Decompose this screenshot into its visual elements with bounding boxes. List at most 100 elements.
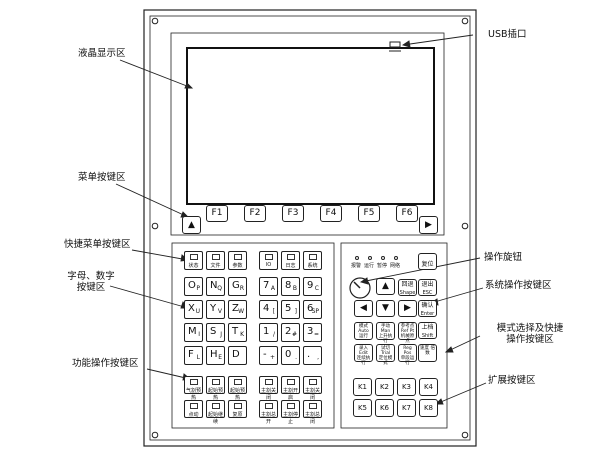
extension-key-k6[interactable]: K6 (375, 399, 394, 417)
quick-menu-key[interactable]: 参数 (228, 251, 247, 270)
menu-key-f1[interactable]: F1 (206, 205, 228, 222)
alnum-key[interactable]: -+ (259, 346, 278, 365)
key-main-char: 4 (263, 303, 270, 314)
mode-key[interactable]: 速度 倍数 (418, 344, 437, 362)
mode-key-top: 录入 (359, 346, 368, 351)
function-key[interactable]: 复原 (228, 400, 247, 418)
function-key[interactable]: 主割关闭 (303, 376, 322, 401)
function-key-label: 主割总开 (260, 412, 276, 425)
quick-menu-key[interactable]: 状态 (184, 251, 203, 270)
key-sub-char: W (238, 308, 244, 315)
function-key[interactable]: 主割停止 (281, 400, 300, 425)
alnum-key[interactable]: 2# (281, 323, 300, 342)
menu-key-f5[interactable]: F5 (358, 205, 380, 222)
arrow-right-button[interactable]: ▶ (398, 300, 417, 317)
lcd-screen (186, 47, 435, 205)
menu-right-arrow-button[interactable]: ▶ (419, 216, 438, 234)
alnum-key[interactable]: 1/ (259, 323, 278, 342)
extension-key-k5[interactable]: K5 (353, 399, 372, 417)
quick-menu-icon (190, 254, 198, 260)
extension-key-k7[interactable]: K7 (397, 399, 416, 417)
knob-icon (349, 277, 371, 299)
menu-key-f4[interactable]: F4 (320, 205, 342, 222)
function-key[interactable]: 主割关闭 (259, 376, 278, 401)
arrow-down-button[interactable]: ▼ (376, 300, 395, 317)
quick-menu-icon (212, 254, 220, 260)
callout-function-keys: 功能操作按键区 (72, 358, 139, 369)
quick-menu-label: 参数 (232, 263, 243, 269)
key-main-char: Z (232, 303, 239, 314)
mounting-hole-icon (461, 431, 469, 439)
alnum-key[interactable]: ., (303, 346, 322, 365)
arrow-left-button[interactable]: ◀ (354, 300, 373, 317)
key-sub-char: E (218, 354, 222, 361)
function-key[interactable]: 起始预热 (228, 376, 247, 401)
triangle-right-icon: ▶ (425, 220, 432, 230)
key-main-char: 3 (307, 326, 314, 337)
quick-menu-key[interactable]: 文件 (206, 251, 225, 270)
quick-menu-label: 状态 (188, 263, 199, 269)
key-sub-char: Q (217, 285, 222, 292)
reset-button[interactable]: 复位 (418, 253, 437, 270)
status-light-icon (368, 256, 372, 260)
mode-key-top: Reg Pos (403, 346, 412, 356)
extension-key-k1[interactable]: K1 (353, 378, 372, 396)
mode-key-cn: 定位模式 (378, 356, 393, 366)
function-key[interactable]: 起始预热 (206, 376, 225, 401)
arrow-up-button[interactable]: ▲ (376, 278, 395, 295)
key-main-char: 0 (285, 349, 292, 360)
function-key[interactable]: 主割总开 (259, 400, 278, 425)
function-key[interactable]: 主割开启 (281, 376, 300, 401)
function-key-icon (265, 403, 273, 409)
alnum-key[interactable]: 3= (303, 323, 322, 342)
function-key[interactable]: 主割总闭 (303, 400, 322, 425)
quick-menu-key[interactable]: 系统 (303, 251, 322, 270)
quick-menu-key[interactable]: 日志 (281, 251, 300, 270)
alnum-key[interactable]: 5] (281, 300, 300, 319)
callout-lcd: 液晶显示区 (78, 48, 126, 59)
menu-key-f3[interactable]: F3 (282, 205, 304, 222)
menu-key-f6[interactable]: F6 (396, 205, 418, 222)
function-key[interactable]: 气割预热 (184, 376, 203, 401)
alnum-key[interactable]: 4[ (259, 300, 278, 319)
extension-key-k8[interactable]: K8 (419, 399, 438, 417)
quick-menu-key[interactable]: IO (259, 251, 278, 270)
key-main-char: Y (210, 303, 217, 314)
menu-left-arrow-button[interactable]: ▲ (182, 216, 201, 234)
menu-key-f2[interactable]: F2 (244, 205, 266, 222)
screen-frame (170, 32, 445, 236)
alnum-key[interactable]: 0. (281, 346, 300, 365)
extension-key-k4[interactable]: K4 (419, 378, 438, 396)
function-key[interactable]: 起始继续 (206, 400, 225, 425)
alnum-key[interactable]: D (228, 346, 247, 365)
extension-key-k3[interactable]: K3 (397, 378, 416, 396)
function-key[interactable]: 点动 (184, 400, 203, 418)
extension-key-k2[interactable]: K2 (375, 378, 394, 396)
